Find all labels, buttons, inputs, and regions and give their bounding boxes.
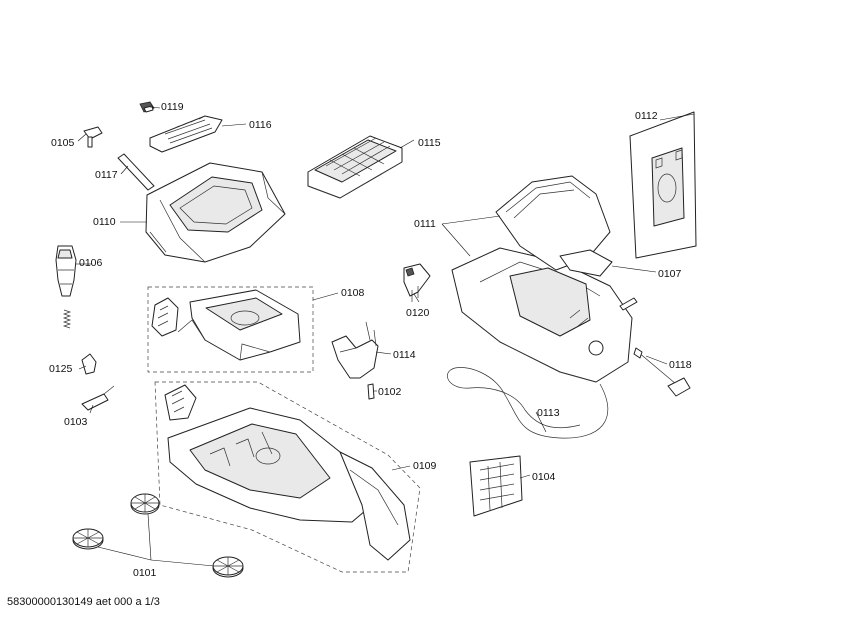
part-0106-drawing (55, 245, 77, 297)
part-0117-drawing (117, 153, 155, 191)
label-0111: 0111 (414, 218, 436, 230)
part-spring-drawing (62, 309, 72, 329)
part-0110-drawing (145, 162, 286, 263)
label-0125: 0125 (49, 363, 73, 375)
part-labels: 0119 0116 0105 0117 0110 0115 0106 0108 … (49, 101, 692, 579)
label-0101: 0101 (133, 567, 157, 579)
part-0108-drawing (151, 289, 301, 361)
part-0118-drawing (633, 347, 691, 397)
leader-lines (76, 106, 695, 567)
label-0114: 0114 (393, 349, 416, 361)
part-0114-drawing (331, 321, 379, 379)
group-0108-frame (147, 286, 314, 373)
footer-document-code: 58300000130149 aet 000 a 1/3 (7, 596, 160, 608)
part-0113-drawing (447, 367, 609, 439)
wheel-3 (212, 556, 244, 578)
label-0119: 0119 (161, 101, 184, 113)
label-0117: 0117 (95, 169, 118, 181)
part-0107-drawing (495, 175, 613, 277)
label-0106: 0106 (79, 257, 103, 269)
label-0102: 0102 (378, 386, 402, 398)
part-0105-drawing (83, 126, 103, 148)
label-0116: 0116 (249, 119, 272, 131)
part-screw-drawing (619, 297, 638, 311)
label-0107: 0107 (658, 268, 682, 280)
part-0115-drawing (307, 135, 403, 199)
wheel-1 (130, 493, 160, 515)
part-0111-drawing (451, 247, 633, 383)
part-0119-drawing (139, 101, 155, 113)
part-0109-drawing (164, 384, 411, 561)
label-0115: 0115 (418, 137, 441, 149)
part-0103-drawing (81, 385, 115, 411)
label-0108: 0108 (341, 287, 365, 299)
part-0125-drawing (81, 353, 97, 375)
part-0120-drawing (403, 263, 431, 302)
label-0112: 0112 (635, 110, 658, 122)
label-0109: 0109 (413, 460, 437, 472)
label-0118: 0118 (669, 359, 692, 371)
label-0110: 0110 (93, 216, 116, 228)
part-0112-drawing (629, 111, 697, 259)
label-0120: 0120 (406, 307, 430, 319)
part-0102-drawing (367, 383, 375, 400)
label-0104: 0104 (532, 471, 556, 483)
label-0105: 0105 (51, 137, 75, 149)
label-0113: 0113 (537, 407, 560, 419)
label-0103: 0103 (64, 416, 88, 428)
part-0116-drawing (149, 115, 223, 153)
wheel-2 (72, 528, 104, 550)
part-0104-drawing (469, 455, 523, 517)
part-0101-wheels-drawing (72, 493, 244, 578)
group-0109-frame (154, 381, 421, 573)
